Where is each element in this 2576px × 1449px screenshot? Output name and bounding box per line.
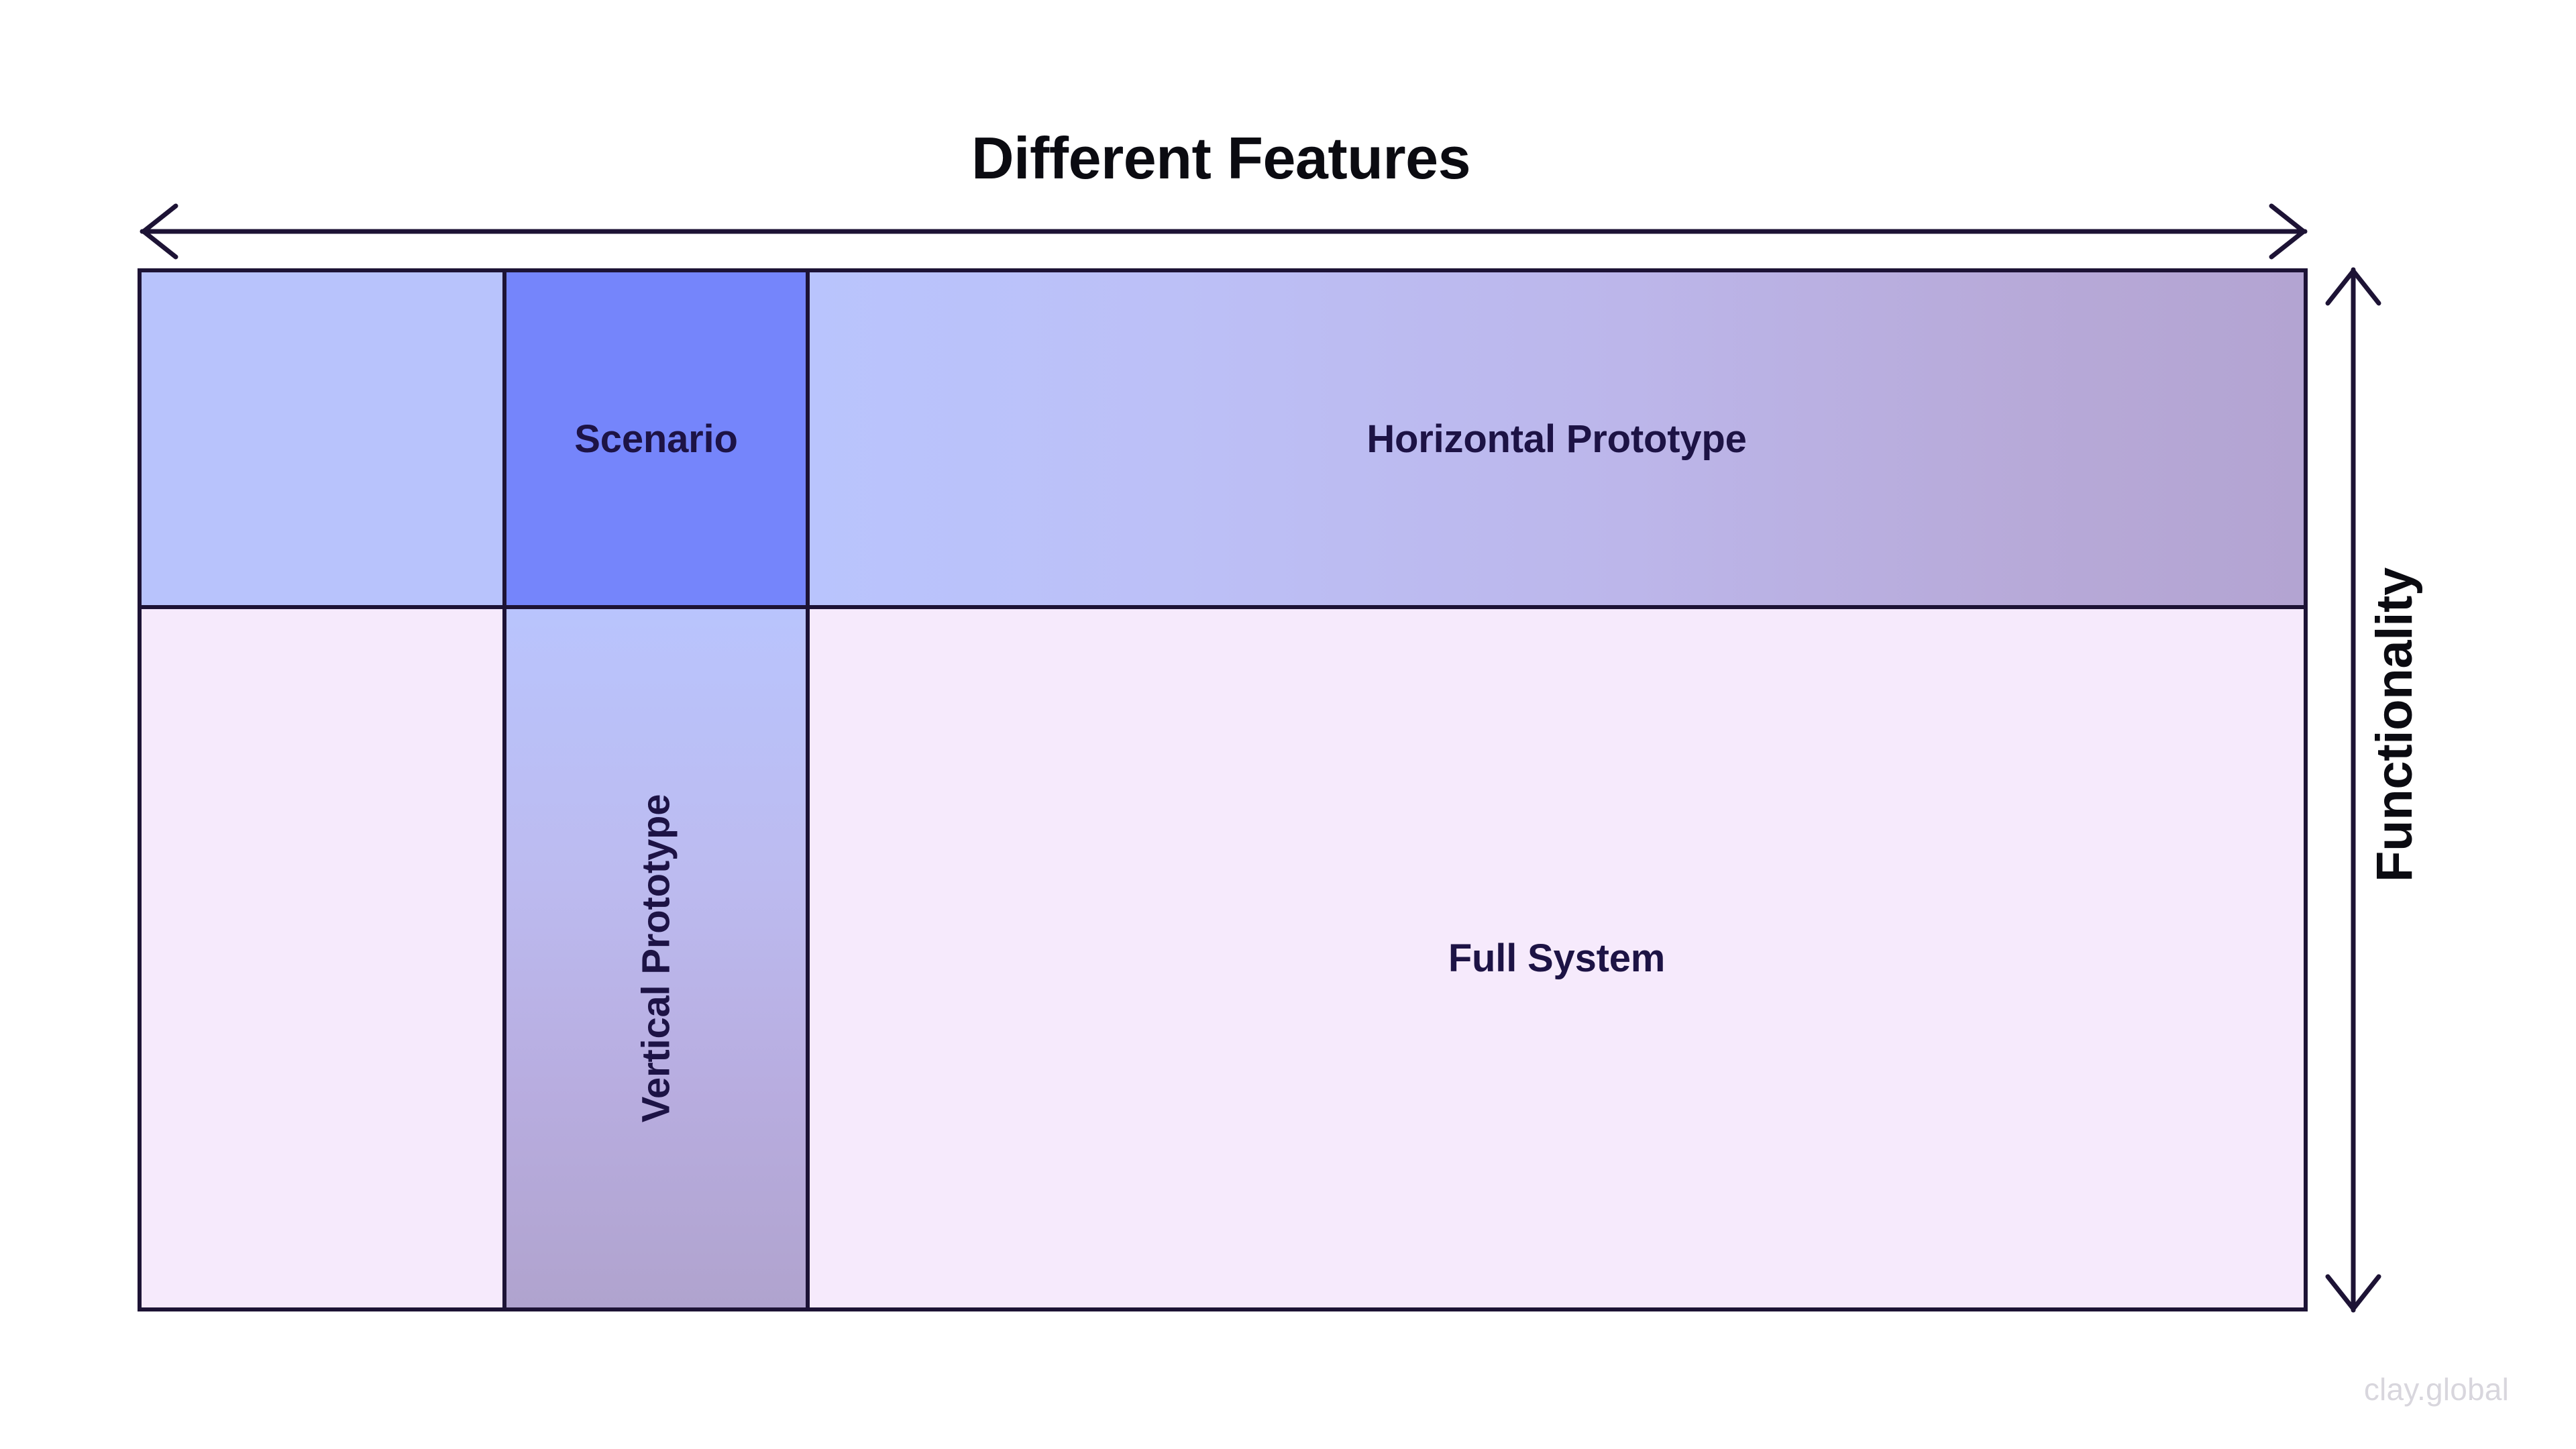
matrix-cell-horizontal-prototype: Horizontal Prototype <box>810 272 2304 609</box>
watermark: clay.global <box>2363 1372 2509 1407</box>
matrix-cell-scenario: Scenario <box>506 272 810 609</box>
y-axis-arrow <box>2325 267 2381 1313</box>
vertical-prototype-label: Vertical Prototype <box>634 794 678 1123</box>
matrix-cell-blank-bottom-left <box>142 609 506 1307</box>
page-title: Different Features <box>971 125 1471 191</box>
full-system-label: Full System <box>1448 936 1666 980</box>
y-axis-title-text: Functionality <box>2366 567 2423 882</box>
matrix-cell-vertical-prototype: Vertical Prototype <box>506 609 810 1307</box>
matrix-cell-full-system: Full System <box>810 609 2304 1307</box>
scenario-label: Scenario <box>574 417 738 461</box>
y-axis-title: Functionality <box>2366 0 2576 1449</box>
x-axis-arrow <box>140 203 2308 260</box>
matrix-cell-blank-top-left <box>142 272 506 609</box>
prototype-matrix: Scenario Horizontal Prototype Vertical P… <box>138 268 2308 1311</box>
horizontal-prototype-label: Horizontal Prototype <box>1366 417 1747 461</box>
